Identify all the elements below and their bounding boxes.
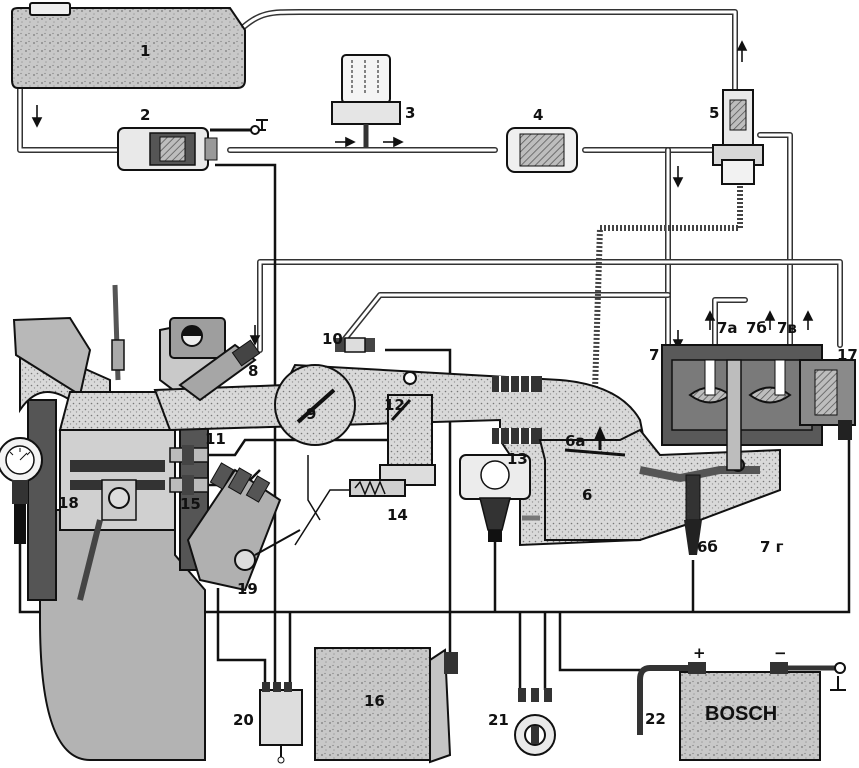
battery-plus: + <box>693 644 706 662</box>
auxiliary-air-device <box>459 454 531 542</box>
label-7: 7 <box>649 346 659 364</box>
label-22: 22 <box>645 710 666 728</box>
relay <box>259 682 303 764</box>
fuel-filter <box>506 127 578 173</box>
label-9: 9 <box>306 405 316 423</box>
idle-air-valve <box>349 479 406 497</box>
lambda-sensor <box>0 437 43 544</box>
label-1: 1 <box>140 42 150 60</box>
fuel-accumulator <box>331 54 401 148</box>
label-2: 2 <box>140 106 150 124</box>
part-labels: 1 2 3 4 5 6 6а 6б 7 7а 7б 7в 7 г 8 9 10 … <box>58 42 858 729</box>
label-3: 3 <box>405 104 415 122</box>
label-7b: 7б <box>746 319 767 337</box>
label-19: 19 <box>237 580 258 598</box>
ignition-distributor <box>186 462 301 592</box>
label-21: 21 <box>488 711 509 729</box>
label-8: 8 <box>248 362 258 380</box>
label-6a: 6а <box>565 432 586 450</box>
pressure-actuator <box>799 359 856 440</box>
label-13: 13 <box>507 450 528 468</box>
label-16: 16 <box>364 692 385 710</box>
label-4: 4 <box>533 106 543 124</box>
thermo-time-switch <box>169 475 209 495</box>
label-20: 20 <box>233 711 254 729</box>
fuel-lines <box>17 9 843 391</box>
battery-brand: BOSCH <box>705 703 777 725</box>
label-6: 6 <box>582 486 592 504</box>
label-10: 10 <box>322 330 343 348</box>
label-18: 18 <box>58 494 79 512</box>
pressure-regulator <box>712 89 764 185</box>
label-12: 12 <box>384 396 405 414</box>
label-7g: 7 г <box>760 538 784 556</box>
label-5: 5 <box>709 104 719 122</box>
battery <box>637 662 846 761</box>
ignition-switch <box>514 688 556 756</box>
label-17: 17 <box>837 346 858 364</box>
label-15: 15 <box>180 495 201 513</box>
label-6b: 6б <box>697 538 718 556</box>
fuel-pump <box>117 119 268 171</box>
label-7v: 7в <box>777 319 797 337</box>
fuel-distributor <box>661 344 823 471</box>
throttle-body <box>274 337 375 446</box>
label-14: 14 <box>387 506 408 524</box>
fuel-injector <box>178 339 261 402</box>
battery-minus: − <box>774 644 787 662</box>
fuel-tank <box>11 2 246 89</box>
control-unit <box>314 647 458 764</box>
label-7a: 7а <box>717 319 738 337</box>
coolant-sensor <box>169 445 209 465</box>
label-11: 11 <box>205 430 226 448</box>
engine-block <box>12 316 209 761</box>
